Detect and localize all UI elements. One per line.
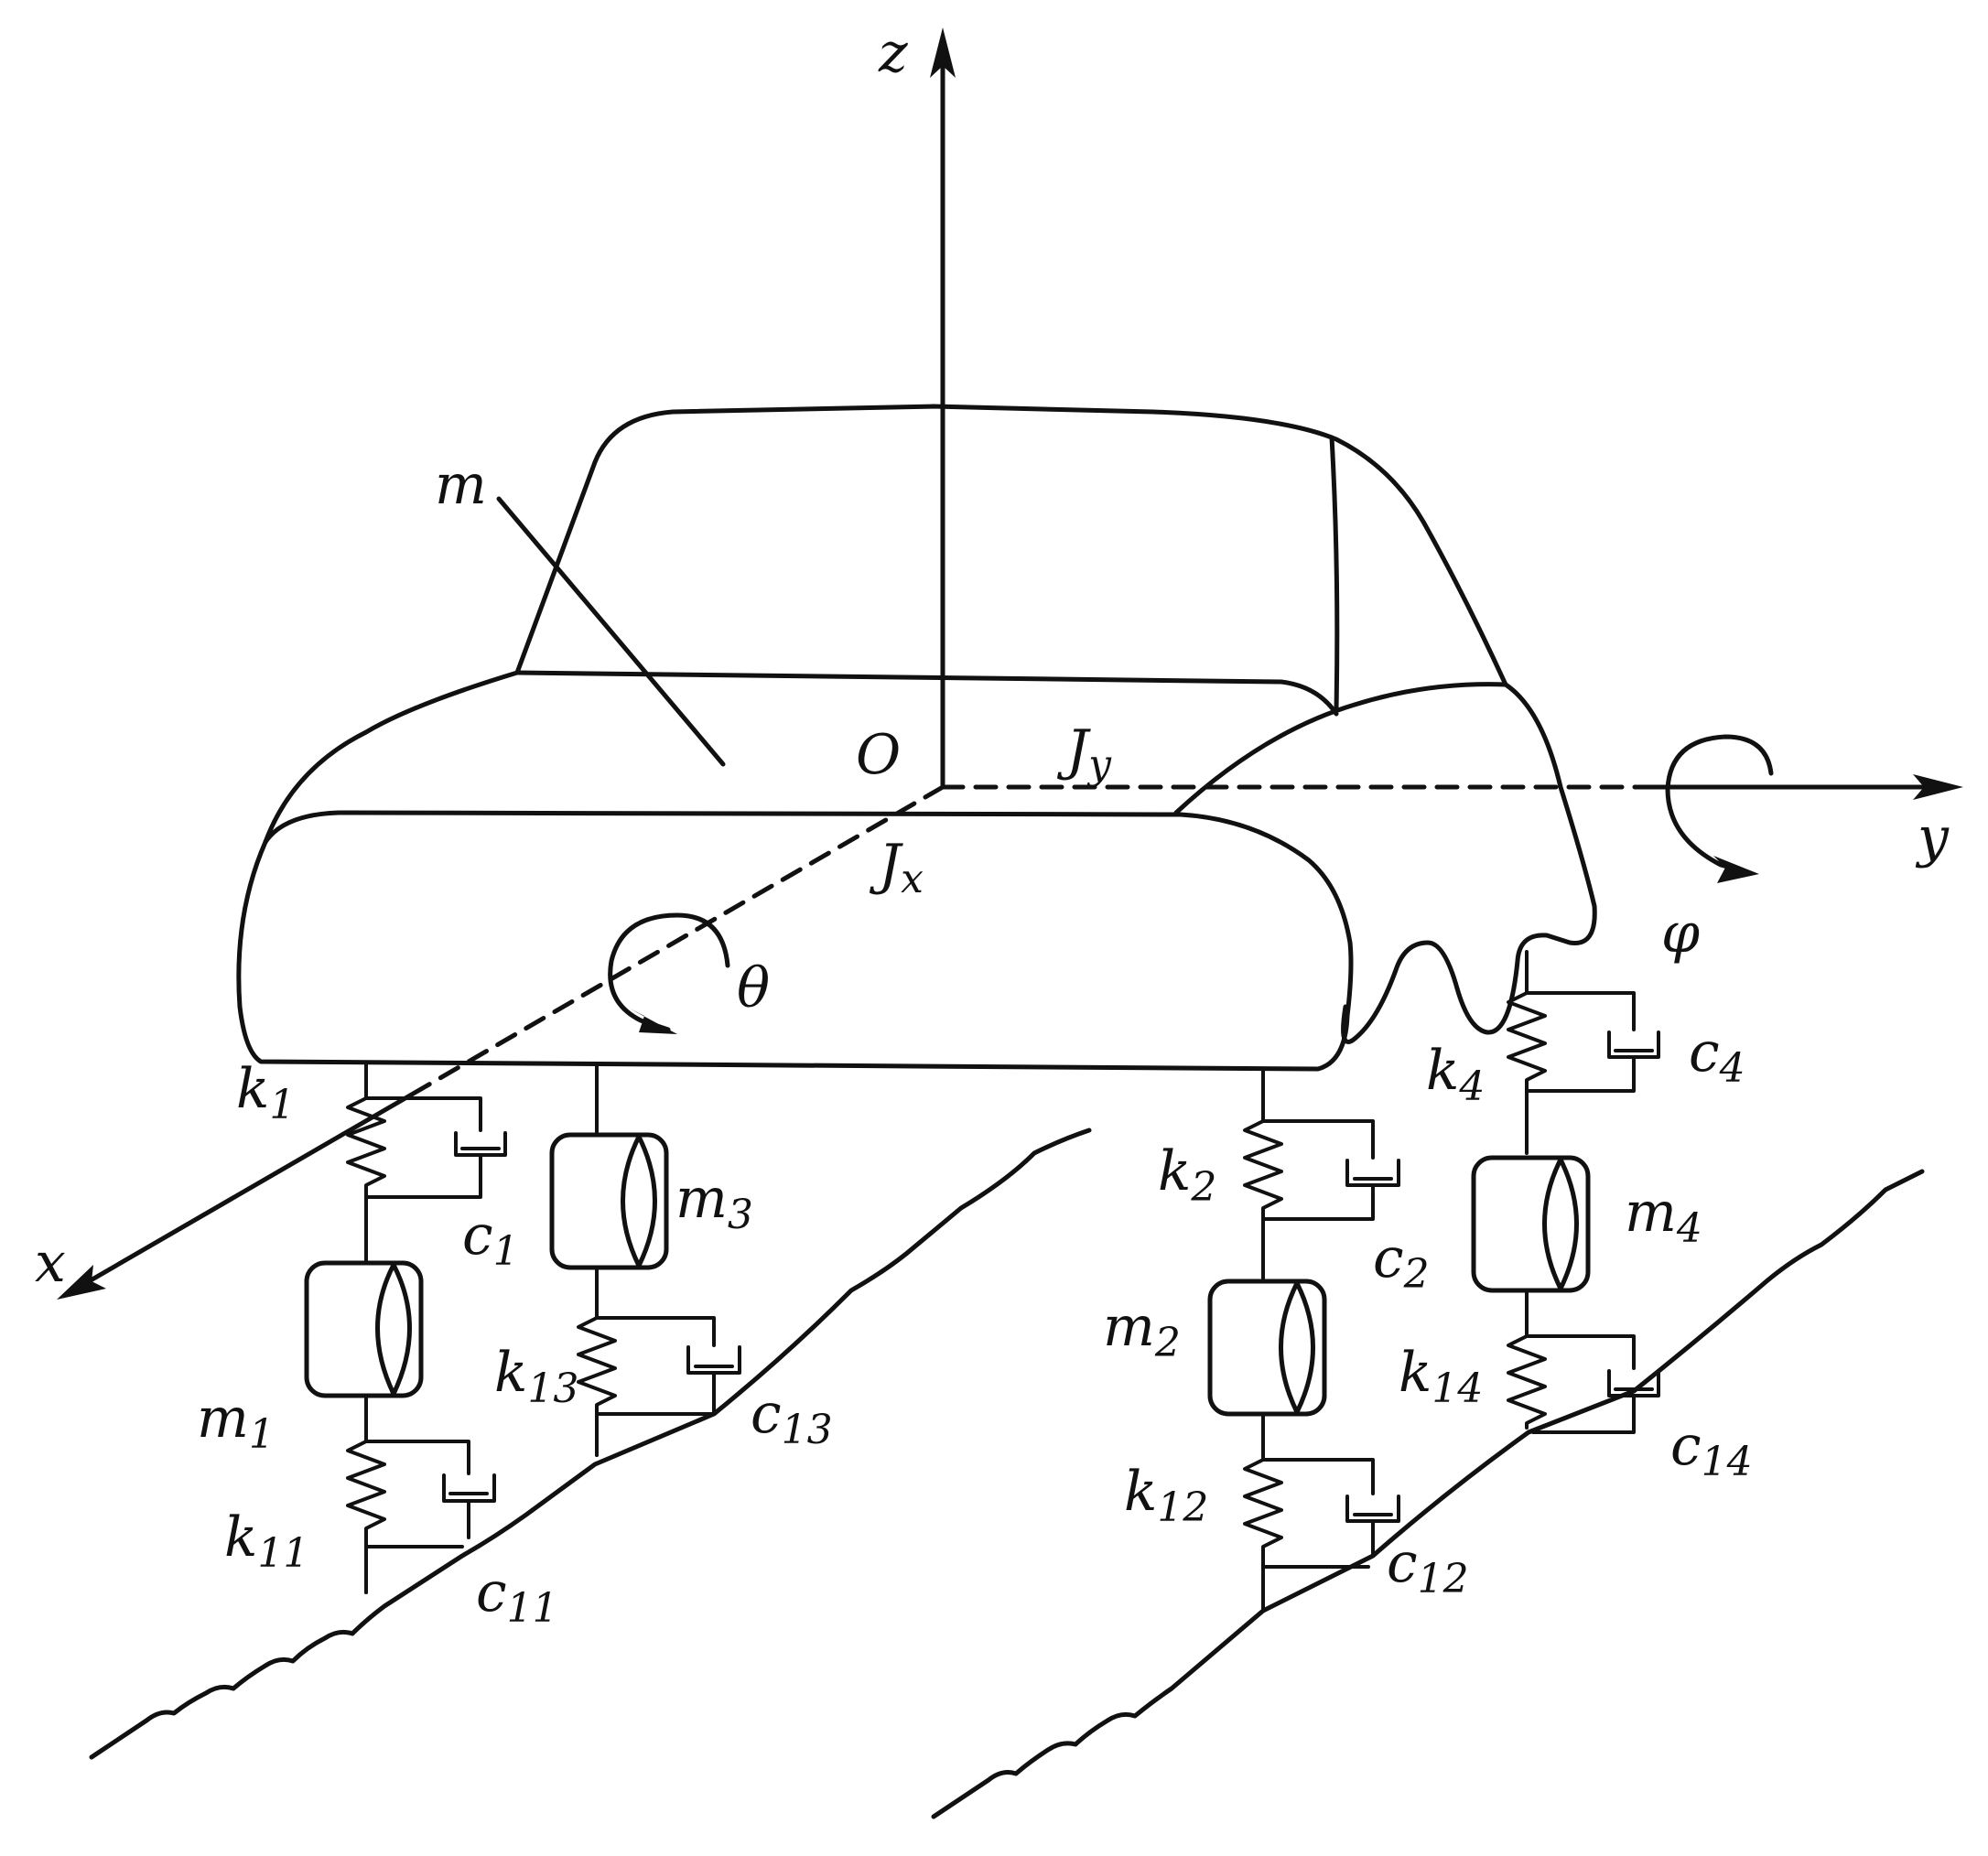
labels: z y x O θ φ Jy Jx m k1 c1 m1 k11 c11 m3 … [35,21,1950,1632]
label-m4: m4 [1625,1181,1702,1252]
label-c13: c13 [751,1382,833,1453]
label-c14: c14 [1670,1414,1753,1485]
jx-label: Jx [869,833,924,902]
label-c11: c11 [476,1560,558,1632]
hood-line [514,670,1339,717]
wheel-assembly-3 [549,1064,741,1457]
origin-label: O [856,723,901,787]
suspension-spring-k2 [1243,1067,1283,1283]
side-panel-top [263,810,1353,945]
theta-rotation-arrow [608,912,730,1032]
x-axis-arrowhead [57,1265,106,1300]
tire-damper-c11 [364,1440,496,1539]
wheel-ellipse-m1 [375,1262,412,1397]
wheel-ellipse-m4 [1542,1157,1579,1291]
wheel-ellipse-m3 [621,1134,657,1268]
unsprung-mass-m2 [1207,1279,1327,1417]
tire-damper-c13 [595,1316,741,1416]
label-m2: m2 [1103,1295,1181,1366]
jy-label: Jy [1056,718,1112,788]
unsprung-mass-m4 [1471,1155,1591,1293]
label-c12: c12 [1387,1531,1469,1602]
road-right [931,1169,1925,1819]
hood-upper-curve [263,670,520,845]
tire-damper-c14 [1525,1334,1660,1434]
label-c2: c2 [1373,1226,1430,1298]
windshield-pillar [1329,435,1340,712]
label-k2: k2 [1158,1139,1216,1211]
suspension-damper-c2 [1261,1119,1400,1221]
suspension-damper-c1 [364,1096,507,1199]
x-axis-label: x [35,1231,66,1295]
label-k4: k4 [1426,1039,1485,1110]
road-left [89,1128,1092,1760]
label-k11: k11 [224,1505,308,1577]
mass-pointer-line [496,496,726,767]
y-axis-label: y [1915,805,1950,869]
theta-label: θ [737,956,770,1020]
tire-spring-k14 [1507,1289,1547,1430]
phi-rotation-arrow [1665,734,1774,874]
theta-arrowhead [630,1009,677,1034]
label-k1: k1 [236,1057,295,1128]
label-c4: c4 [1689,1020,1745,1092]
phi-label: φ [1661,901,1700,966]
tire-spring-k13 [577,1266,617,1457]
z-axis-arrowhead [930,27,956,78]
body-mass-label: m [435,453,487,517]
road-contact-3 [595,1412,716,1457]
unsprung-mass-m1 [304,1260,424,1398]
tire-spring-k12 [1243,1412,1283,1613]
label-k13: k13 [494,1341,578,1412]
road-contact-1 [364,1545,464,1594]
side-panel-body [236,839,1354,1072]
x-axis-dashed [418,784,945,1092]
front-fender [1173,682,1597,1044]
wheel-assembly-1 [304,1062,507,1594]
label-k14: k14 [1399,1341,1483,1412]
label-m1: m1 [197,1387,275,1458]
suspension-spring-k1 [346,1062,386,1265]
x-axis-solid [70,1086,424,1293]
car-body [236,404,1597,1072]
unsprung-mass-m3 [549,1132,669,1270]
roof-outline [514,404,1508,687]
tire-spring-k11 [346,1394,386,1594]
z-axis-label: z [878,21,908,85]
suspension-damper-c4 [1525,991,1660,1093]
coordinate-axes [57,27,1963,1300]
y-axis-arrowhead [1913,774,1963,800]
wheel-ellipse-m2 [1279,1280,1315,1415]
road-contact-2 [1261,1565,1370,1613]
wheel-assembly-4 [1471,950,1660,1434]
label-k12: k12 [1124,1460,1208,1531]
phi-arrowhead [1713,856,1759,883]
tire-damper-c12 [1261,1458,1400,1558]
suspension-spring-k4 [1507,950,1547,1155]
label-m3: m3 [675,1167,753,1238]
wheel-assembly-2 [1207,1067,1400,1613]
label-c1: c1 [462,1203,519,1275]
